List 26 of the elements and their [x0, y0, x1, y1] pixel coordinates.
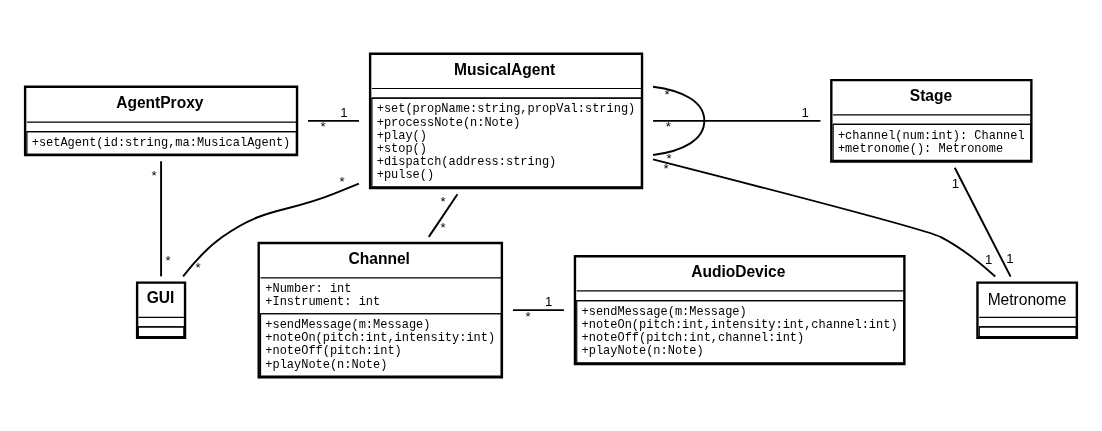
- label: *: [664, 87, 670, 103]
- label: *: [440, 194, 446, 210]
- label: *: [165, 252, 171, 268]
- label: 1: [340, 105, 348, 121]
- label: 1: [1006, 251, 1014, 267]
- connector: [652, 119, 822, 122]
- label: *: [663, 161, 669, 177]
- connector: [427, 193, 459, 238]
- connector: [953, 166, 1012, 278]
- label: 1: [984, 252, 993, 268]
- label: *: [525, 308, 531, 324]
- label: *: [195, 260, 201, 276]
- connector: [652, 158, 997, 278]
- connector: [307, 119, 360, 122]
- label: *: [665, 119, 671, 135]
- label: 1: [545, 294, 553, 310]
- connector: [652, 85, 706, 156]
- label: *: [339, 174, 345, 190]
- connector: [512, 309, 565, 312]
- label: 1: [951, 175, 960, 191]
- connector: [160, 160, 163, 278]
- label: *: [440, 219, 446, 235]
- label: *: [320, 119, 326, 135]
- label: 1: [801, 105, 809, 121]
- label: *: [151, 167, 157, 183]
- connector: [182, 182, 360, 278]
